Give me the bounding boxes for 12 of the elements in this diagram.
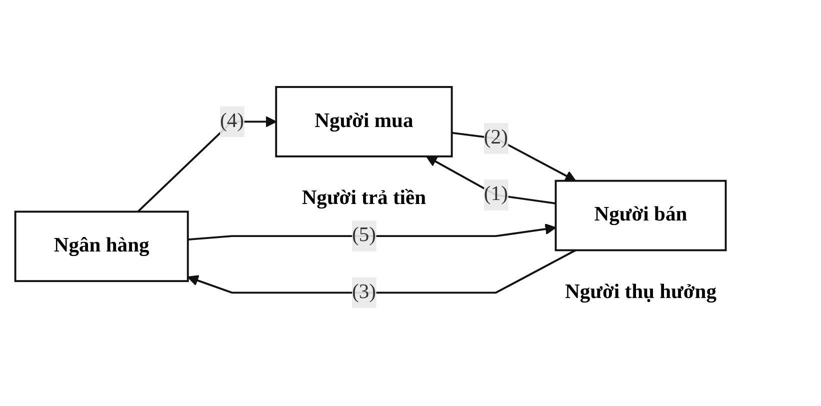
edge-label: (3): [352, 280, 376, 303]
node-box: Người bán: [554, 180, 727, 251]
node-label: Người trả tiền: [302, 186, 426, 209]
edge-label: (2): [484, 126, 508, 148]
node-box: Người mua: [275, 86, 453, 158]
node-label: Người thụ hưởng: [565, 280, 716, 303]
arrow: [188, 223, 556, 240]
arrow: [187, 249, 576, 294]
edge-label: (5): [352, 224, 376, 246]
edge-label: (4): [220, 110, 244, 132]
edge-label: (1): [484, 183, 508, 205]
node-box: Ngân hàng: [14, 210, 189, 282]
